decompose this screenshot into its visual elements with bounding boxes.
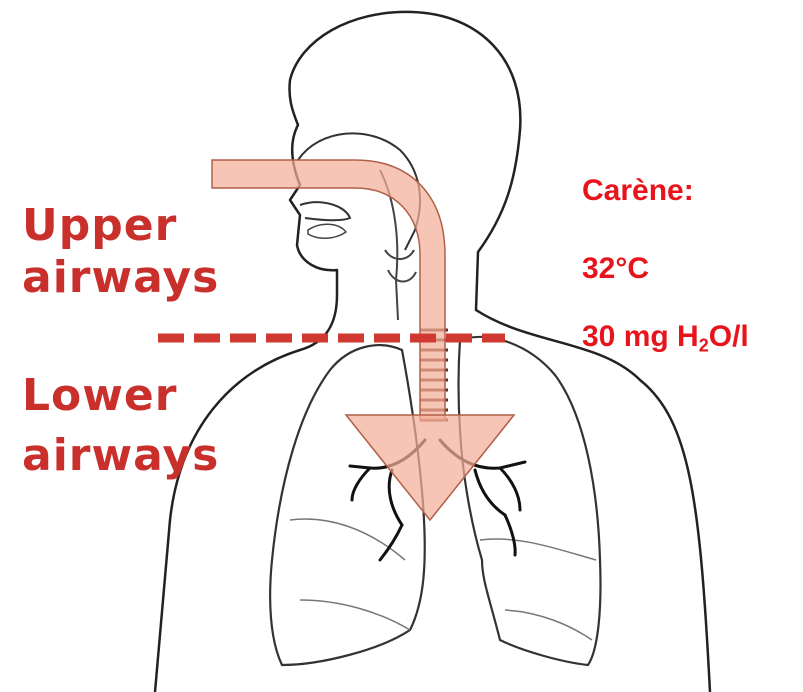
humidity-prefix: 30 mg H <box>582 320 699 353</box>
mouth <box>300 202 350 220</box>
lung-lobe-line-right <box>290 519 410 630</box>
airflow-path <box>212 160 445 420</box>
humidity-subscript: 2 <box>699 335 709 355</box>
left-lung <box>459 337 601 665</box>
carina-humidity: 30 mg H2O/l <box>582 320 749 354</box>
carina-title: Carène: <box>582 174 694 208</box>
upper-airways-label-line2: airways <box>22 252 219 304</box>
upper-airways-label-line1: Upper <box>22 200 177 252</box>
larynx <box>385 250 416 282</box>
lung-lobe-line-left <box>480 539 596 640</box>
tongue <box>308 224 346 238</box>
humidity-suffix: O/l <box>709 320 749 353</box>
right-lung <box>270 345 425 665</box>
lower-airways-label-line2: airways <box>22 430 219 482</box>
lower-airways-label-line1: Lower <box>22 370 177 422</box>
carina-temperature: 32°C <box>582 252 649 286</box>
